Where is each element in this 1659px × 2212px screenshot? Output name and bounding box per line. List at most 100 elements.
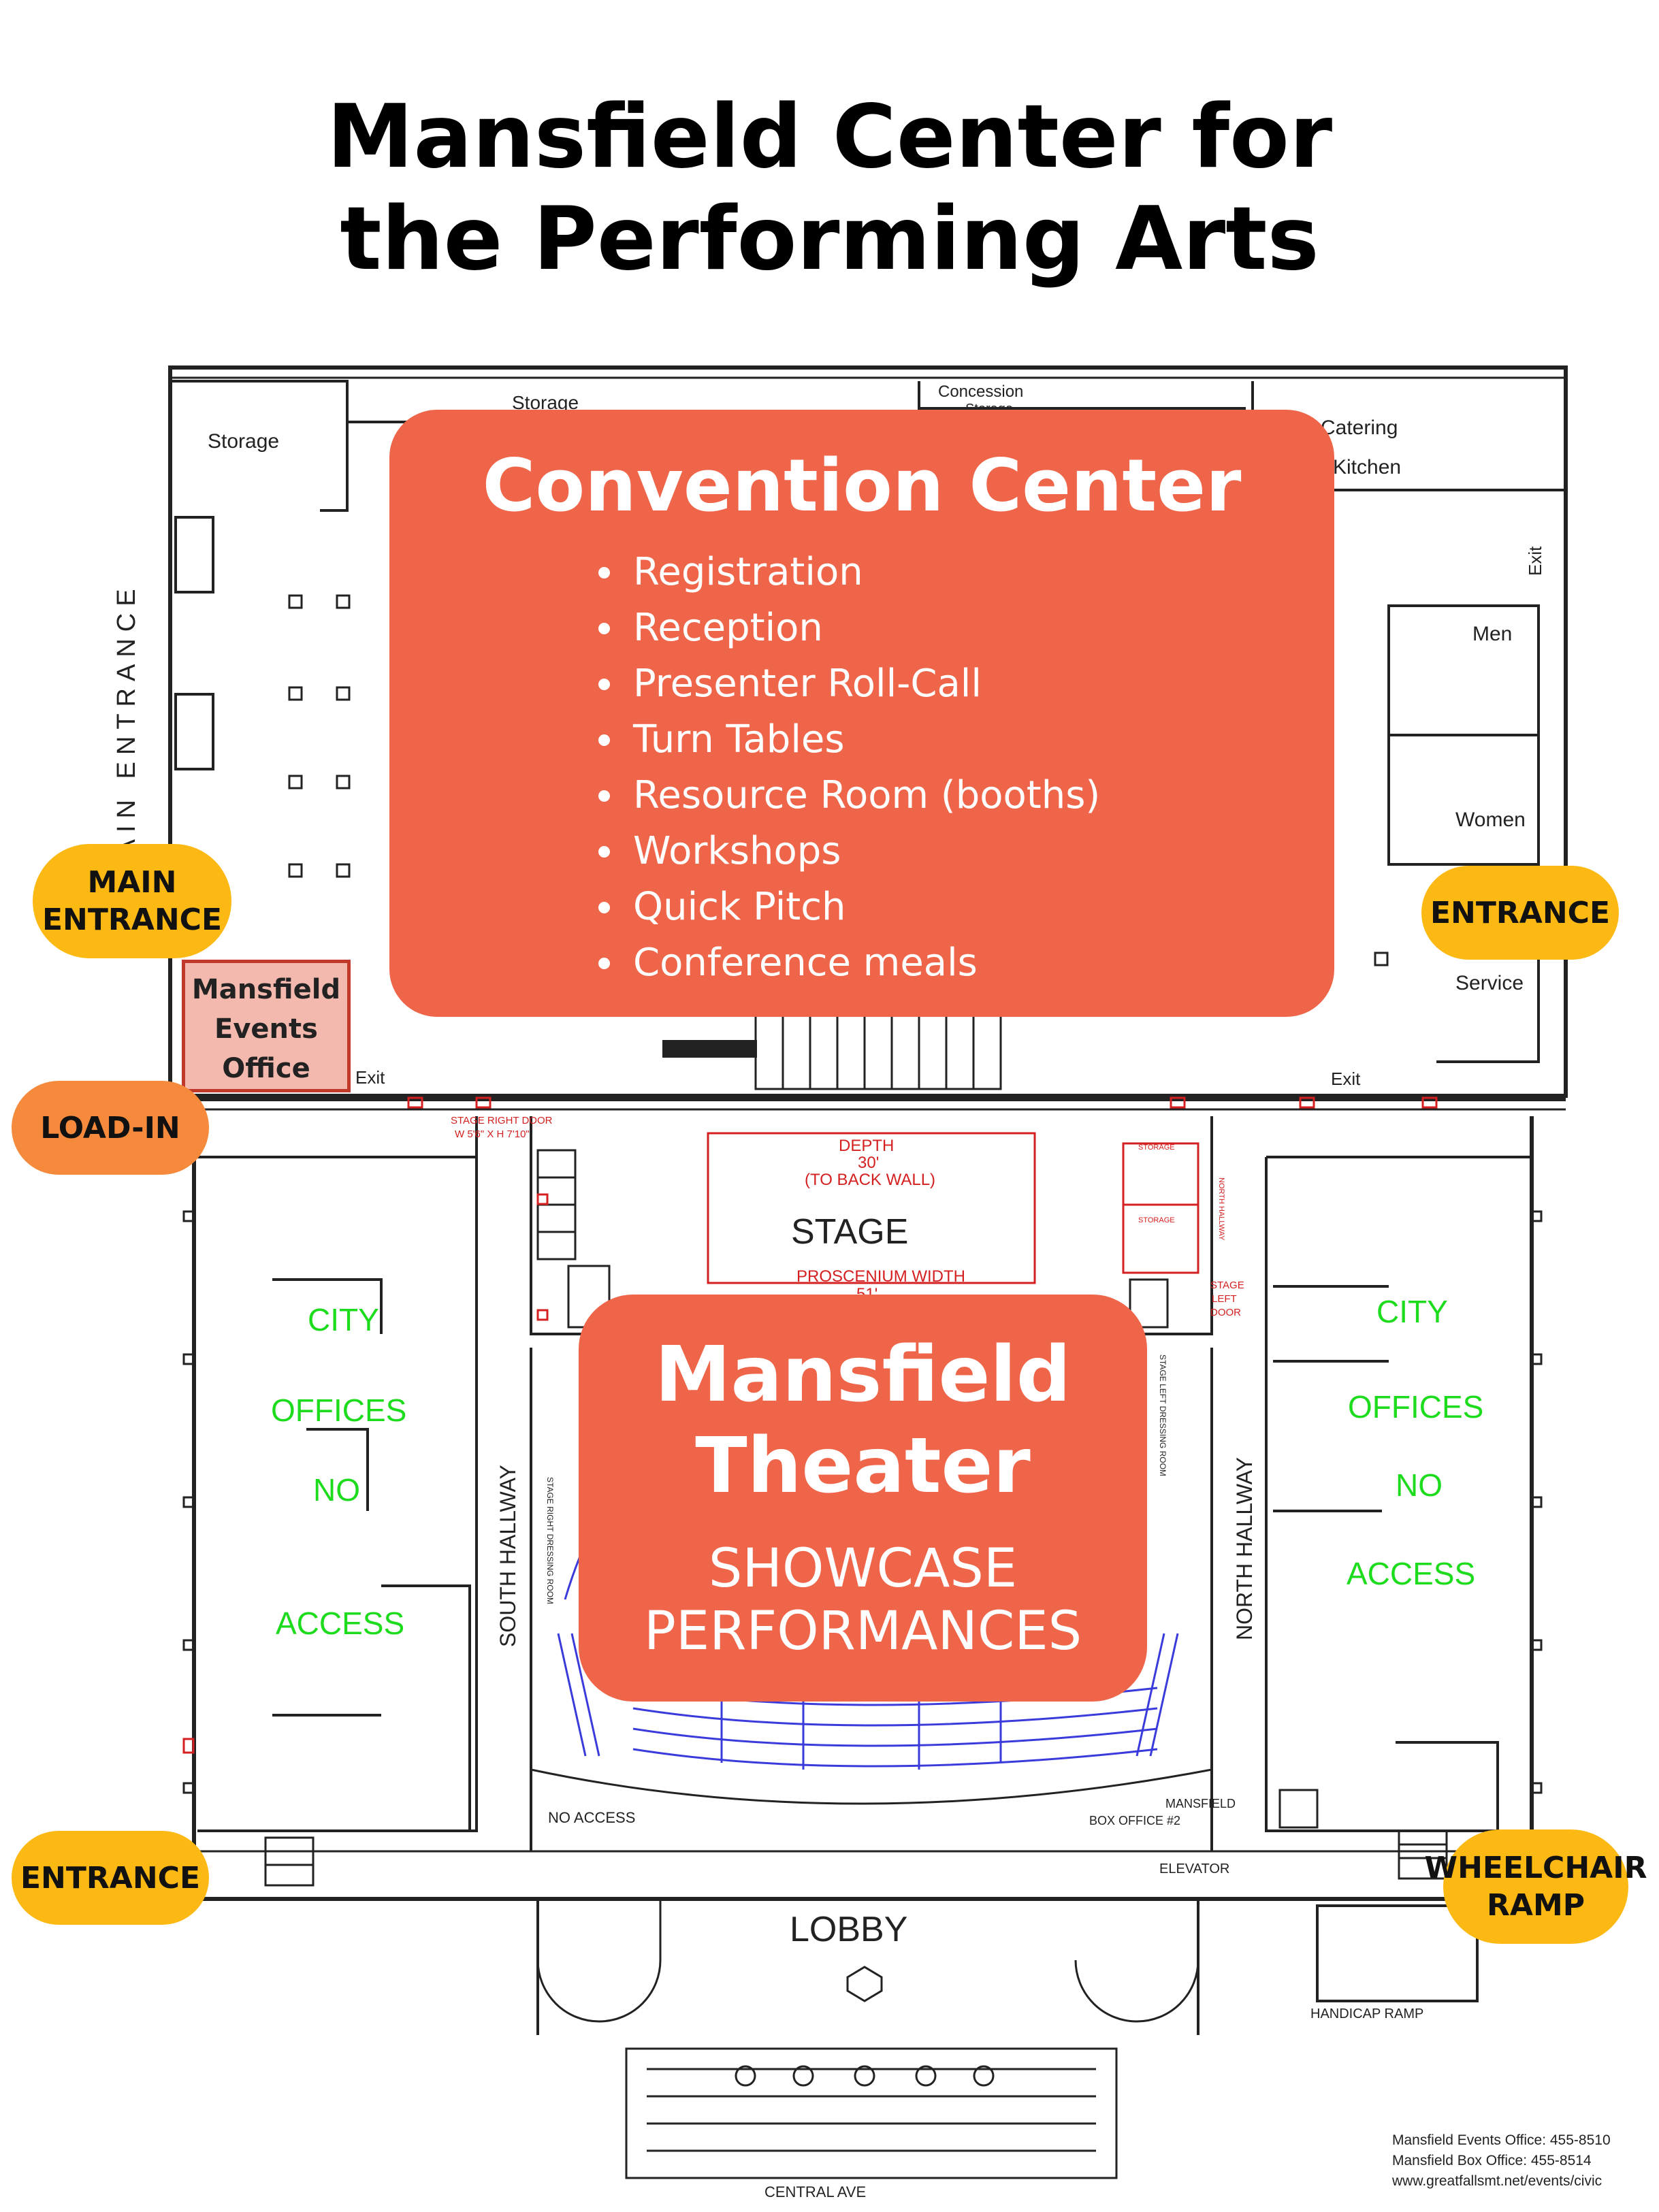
exit-mid-label: Exit bbox=[1331, 1069, 1361, 1089]
depth-note-2: 30' bbox=[858, 1154, 880, 1172]
events-office-box: Mansfield Events Office bbox=[182, 960, 351, 1092]
handicap-ramp-label: HANDICAP RAMP bbox=[1310, 2006, 1424, 2021]
stage-storage bbox=[1122, 1142, 1199, 1274]
stairs-left-entrance bbox=[264, 1836, 315, 1887]
restroom-walls bbox=[1387, 604, 1540, 866]
auditorium-seats bbox=[557, 1497, 1179, 1770]
events-office-line-2: Events bbox=[214, 1013, 318, 1045]
storage-left-label: Storage bbox=[208, 430, 280, 453]
box-office-label-2: BOX OFFICE #2 bbox=[1089, 1814, 1181, 1827]
window-left-1 bbox=[174, 516, 214, 593]
footer-events-office: Mansfield Events Office: 455-8510 bbox=[1392, 2132, 1611, 2148]
city-offices-right-no: NO bbox=[1396, 1467, 1443, 1503]
handicap-ramp bbox=[1316, 1904, 1479, 2002]
south-hallway-label: SOUTH HALLWAY bbox=[496, 1465, 520, 1647]
exit-right-label: Exit bbox=[1525, 546, 1545, 576]
page-title-line-1: Mansfield Center for bbox=[326, 86, 1333, 188]
no-access-label: NO ACCESS bbox=[548, 1809, 636, 1826]
entrance-left-callout-label: ENTRANCE bbox=[20, 1860, 200, 1896]
load-in-callout-label: LOAD-IN bbox=[40, 1110, 180, 1145]
city-offices-right-city: CITY bbox=[1376, 1294, 1448, 1329]
city-offices-left-access: ACCESS bbox=[276, 1606, 405, 1641]
service-wall bbox=[1436, 945, 1540, 1063]
city-offices-left bbox=[197, 1116, 478, 1832]
main-entrance-callout-line-1: MAIN bbox=[87, 865, 177, 900]
stage-right-door-note-1: STAGE RIGHT DOOR bbox=[451, 1115, 553, 1126]
proscenium-note-1: PROSCENIUM WIDTH bbox=[796, 1267, 965, 1286]
depth-note-3: (TO BACK WALL) bbox=[805, 1171, 936, 1189]
north-hallway-small-label: NORTH HALLWAY bbox=[1217, 1177, 1225, 1241]
city-offices-right-offices: OFFICES bbox=[1348, 1389, 1484, 1425]
stage-left-door-note-3: DOOR bbox=[1210, 1307, 1241, 1318]
footer-website: www.greatfallsmt.net/events/civic bbox=[1392, 2173, 1602, 2189]
concession-wall bbox=[918, 381, 1246, 410]
list-item: Presenter Roll-Call bbox=[626, 656, 1100, 712]
right-stair-curve bbox=[1074, 1899, 1199, 2023]
events-office-line-3: Office bbox=[222, 1053, 310, 1084]
convention-center-list: Registration Reception Presenter Roll-Ca… bbox=[585, 544, 1100, 991]
elevator bbox=[1278, 1789, 1319, 1829]
list-item: Registration bbox=[626, 544, 1100, 600]
catering-label: Catering bbox=[1321, 417, 1398, 439]
front-columns bbox=[735, 2065, 995, 2087]
north-hallway-label: NORTH HALLWAY bbox=[1232, 1457, 1257, 1640]
stairs-center bbox=[754, 1013, 1002, 1090]
dark-bar bbox=[662, 1040, 757, 1058]
list-item: Workshops bbox=[626, 824, 1100, 879]
storage-small-label-1: STORAGE bbox=[1138, 1143, 1175, 1152]
footer-box-office: Mansfield Box Office: 455-8514 bbox=[1392, 2153, 1592, 2168]
lobby-label: LOBBY bbox=[790, 1910, 908, 1949]
theater-name-line-2: Theater bbox=[695, 1422, 1031, 1510]
main-entrance-callout-line-2: ENTRANCE bbox=[42, 902, 222, 937]
central-ave-label: CENTRAL AVE bbox=[764, 2183, 867, 2200]
events-office-line-1: Mansfield bbox=[191, 974, 341, 1005]
left-stair-curve bbox=[536, 1899, 662, 2023]
theater-name-line-1: Mansfield bbox=[655, 1331, 1071, 1419]
city-offices-left-offices: OFFICES bbox=[271, 1393, 407, 1428]
depth-note-1: DEPTH bbox=[839, 1137, 895, 1155]
lobby-emblem bbox=[846, 1966, 883, 2002]
list-item: Resource Room (booths) bbox=[626, 768, 1100, 824]
theater-sub-line-2: PERFORMANCES bbox=[643, 1601, 1082, 1662]
elevator-label: ELEVATOR bbox=[1159, 1861, 1230, 1876]
stage-box bbox=[707, 1132, 1036, 1284]
list-item: Turn Tables bbox=[626, 712, 1100, 768]
auditorium-rail bbox=[530, 1768, 1212, 1805]
list-item: Conference meals bbox=[626, 935, 1100, 991]
men-label: Men bbox=[1472, 623, 1513, 645]
box-office-label-1: MANSFIELD bbox=[1165, 1797, 1236, 1810]
stage-left-door-note-2: LEFT bbox=[1212, 1293, 1237, 1305]
city-offices-right-access: ACCESS bbox=[1347, 1556, 1476, 1591]
stage-right-door-note-2: W 5'6" X H 7'10" bbox=[455, 1128, 530, 1140]
city-offices-left-no: NO bbox=[313, 1472, 360, 1508]
stage-right-dressing-label: STAGE RIGHT DRESSING ROOM bbox=[545, 1477, 555, 1604]
women-label: Women bbox=[1455, 809, 1526, 831]
theater-sub-line-1: SHOWCASE bbox=[708, 1538, 1018, 1599]
theater-panel: Mansfield Theater SHOWCASE PERFORMANCES bbox=[579, 1295, 1147, 1702]
convention-center-heading: Convention Center bbox=[482, 444, 1242, 527]
kitchen-label: Kitchen bbox=[1333, 456, 1402, 478]
stage-label: STAGE bbox=[791, 1212, 909, 1252]
stage-left-door-note-1: STAGE bbox=[1210, 1280, 1244, 1291]
service-label: Service bbox=[1455, 972, 1524, 994]
window-left-2 bbox=[174, 693, 214, 770]
city-offices-right bbox=[1265, 1156, 1532, 1838]
stage-left-dressing-label: STAGE LEFT DRESSING ROOM bbox=[1158, 1354, 1167, 1476]
list-item: Reception bbox=[626, 600, 1100, 656]
concession-label: Concession bbox=[938, 383, 1024, 401]
entrance-left-callout: ENTRANCE bbox=[12, 1831, 209, 1925]
page-title-line-2: the Performing Arts bbox=[340, 189, 1319, 290]
load-in-callout: LOAD-IN bbox=[12, 1081, 209, 1175]
stairs-right-entrance bbox=[1398, 1829, 1448, 1880]
storage-small-label-2: STORAGE bbox=[1138, 1216, 1175, 1224]
city-offices-left-city: CITY bbox=[308, 1302, 379, 1337]
list-item: Quick Pitch bbox=[626, 879, 1100, 935]
entrance-right-callout-label: ENTRANCE bbox=[1430, 895, 1610, 930]
main-entrance-vertical-label: MAIN ENTRANCE bbox=[112, 582, 141, 885]
entrance-right-callout: ENTRANCE bbox=[1421, 866, 1619, 960]
convention-center-panel: Convention Center bbox=[389, 410, 1334, 1017]
wheelchair-ramp-callout-line-2: RAMP bbox=[1487, 1888, 1585, 1923]
wheelchair-ramp-callout-line-1: WHEELCHAIR bbox=[1424, 1851, 1647, 1885]
